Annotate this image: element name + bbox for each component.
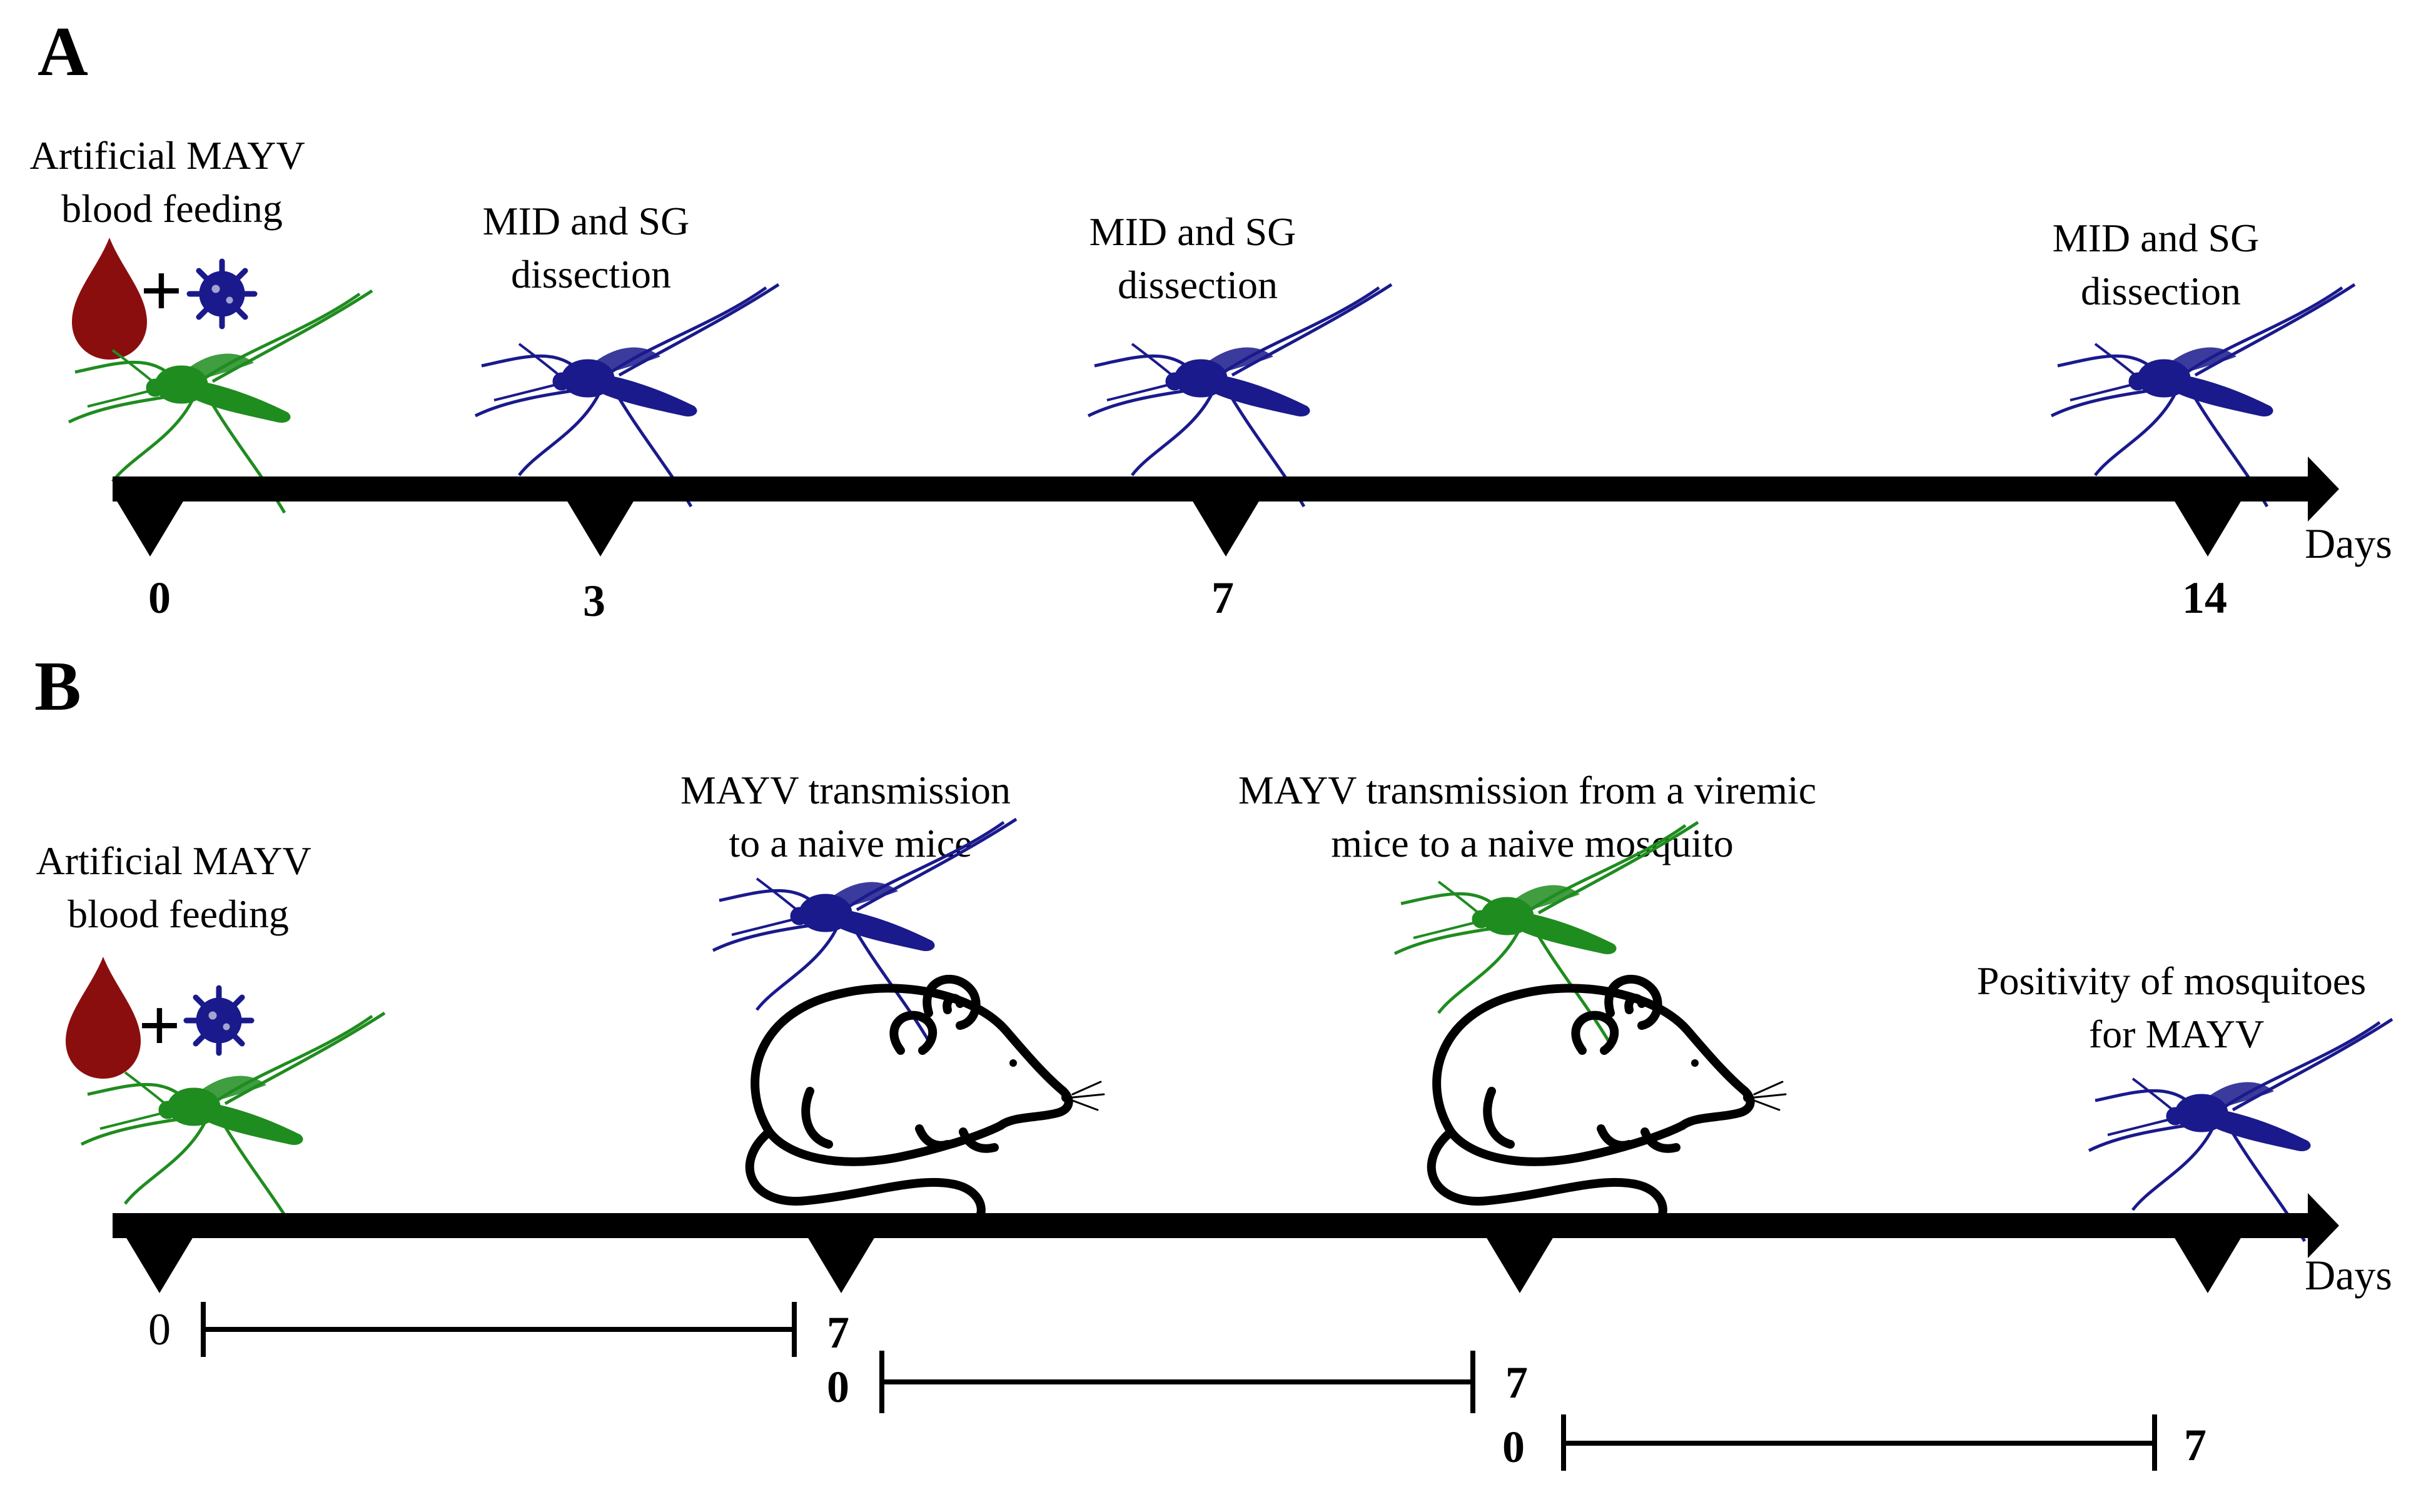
interval-2 [879, 1351, 1475, 1413]
day-0-a: 0 [148, 573, 171, 623]
interval-3 [1561, 1414, 2157, 1471]
label-day14: MID and SG dissection [2053, 216, 2270, 313]
panel-b: B Artificial MAYV blood feeding + MAYV t… [34, 648, 2392, 1472]
tick-day7-a [1188, 494, 1263, 557]
interval-3-end: 7 [2184, 1420, 2206, 1470]
day-7-a: 7 [1211, 573, 1234, 623]
interval-1-start: 0 [148, 1304, 171, 1354]
day-3-a: 3 [583, 576, 605, 626]
label-day14-line1: MID and SG [2053, 216, 2260, 260]
feeding-label-b-line2: blood feeding [68, 892, 289, 936]
label-day7: MID and SG dissection [1089, 209, 1307, 307]
tick-2-b [804, 1231, 879, 1293]
tick-1-b [122, 1231, 197, 1293]
interval-3-start: 0 [1502, 1422, 1525, 1472]
panel-a: A Artificial MAYV blood feeding + MID an… [29, 13, 2392, 626]
blood-drop-icon-b [66, 957, 141, 1079]
interval-2-end: 7 [1505, 1358, 1528, 1408]
label-transmission-to-mice-line1: MAYV transmission [680, 768, 1011, 812]
blood-drop-icon [72, 238, 147, 360]
panel-b-letter: B [34, 648, 81, 725]
timeline-arrowhead-a [2308, 456, 2339, 522]
label-positivity-line1: Positivity of mosquitoes [1977, 959, 2366, 1003]
label-transmission-to-mosquito: MAYV transmission from a viremic mice to… [1238, 768, 1826, 865]
feeding-label-a-line2: blood feeding [61, 186, 283, 231]
label-day3: MID and SG dissection [483, 199, 700, 296]
label-day7-line2: dissection [1118, 263, 1278, 307]
tick-day3-a [563, 494, 638, 557]
days-label-b: Days [2305, 1251, 2392, 1299]
day-14-a: 14 [2182, 573, 2227, 623]
label-transmission-to-mosquito-line1: MAYV transmission from a viremic [1238, 768, 1816, 812]
interval-2-start: 0 [827, 1362, 849, 1412]
interval-1-end: 7 [827, 1308, 849, 1358]
days-label-a: Days [2305, 520, 2392, 567]
timeline-arrowhead-b [2308, 1193, 2339, 1258]
mosquito-icon-day7 [1088, 285, 1392, 507]
tick-4-b [2170, 1231, 2245, 1293]
label-transmission-to-mice: MAYV transmission to a naive mice [680, 768, 1021, 865]
panel-a-letter: A [38, 13, 88, 91]
mosquito-icon-day3 [475, 285, 779, 507]
timeline-b [113, 1213, 2314, 1238]
plus-sign-b: + [138, 984, 181, 1067]
label-transmission-to-mosquito-line2: mice to a naive mosquito [1331, 821, 1733, 865]
label-positivity-line2: for MAYV [2089, 1012, 2264, 1056]
feeding-label-a-line1: Artificial MAYV [29, 133, 305, 178]
label-day3-line2: dissection [511, 252, 671, 296]
label-positivity: Positivity of mosquitoes for MAYV [1977, 959, 2376, 1056]
virus-icon [190, 261, 255, 326]
feeding-label-b-line1: Artificial MAYV [36, 839, 311, 883]
virus-icon-b [186, 988, 251, 1053]
interval-1 [201, 1302, 797, 1357]
tick-day14-a [2170, 494, 2245, 557]
mouse-icon-viremic [1432, 979, 1786, 1226]
label-day7-line1: MID and SG [1089, 209, 1296, 254]
label-transmission-to-mice-line2: to a naive mice [729, 821, 972, 865]
label-day14-line2: dissection [2081, 269, 2241, 313]
tick-day0-a [113, 494, 188, 557]
plus-sign-a: + [140, 249, 183, 332]
feeding-label-b: Artificial MAYV blood feeding [36, 839, 320, 936]
mouse-icon-naive [750, 979, 1104, 1226]
tick-3-b [1482, 1231, 1557, 1293]
feeding-label-a: Artificial MAYV blood feeding [29, 133, 314, 231]
label-day3-line1: MID and SG [483, 199, 690, 243]
